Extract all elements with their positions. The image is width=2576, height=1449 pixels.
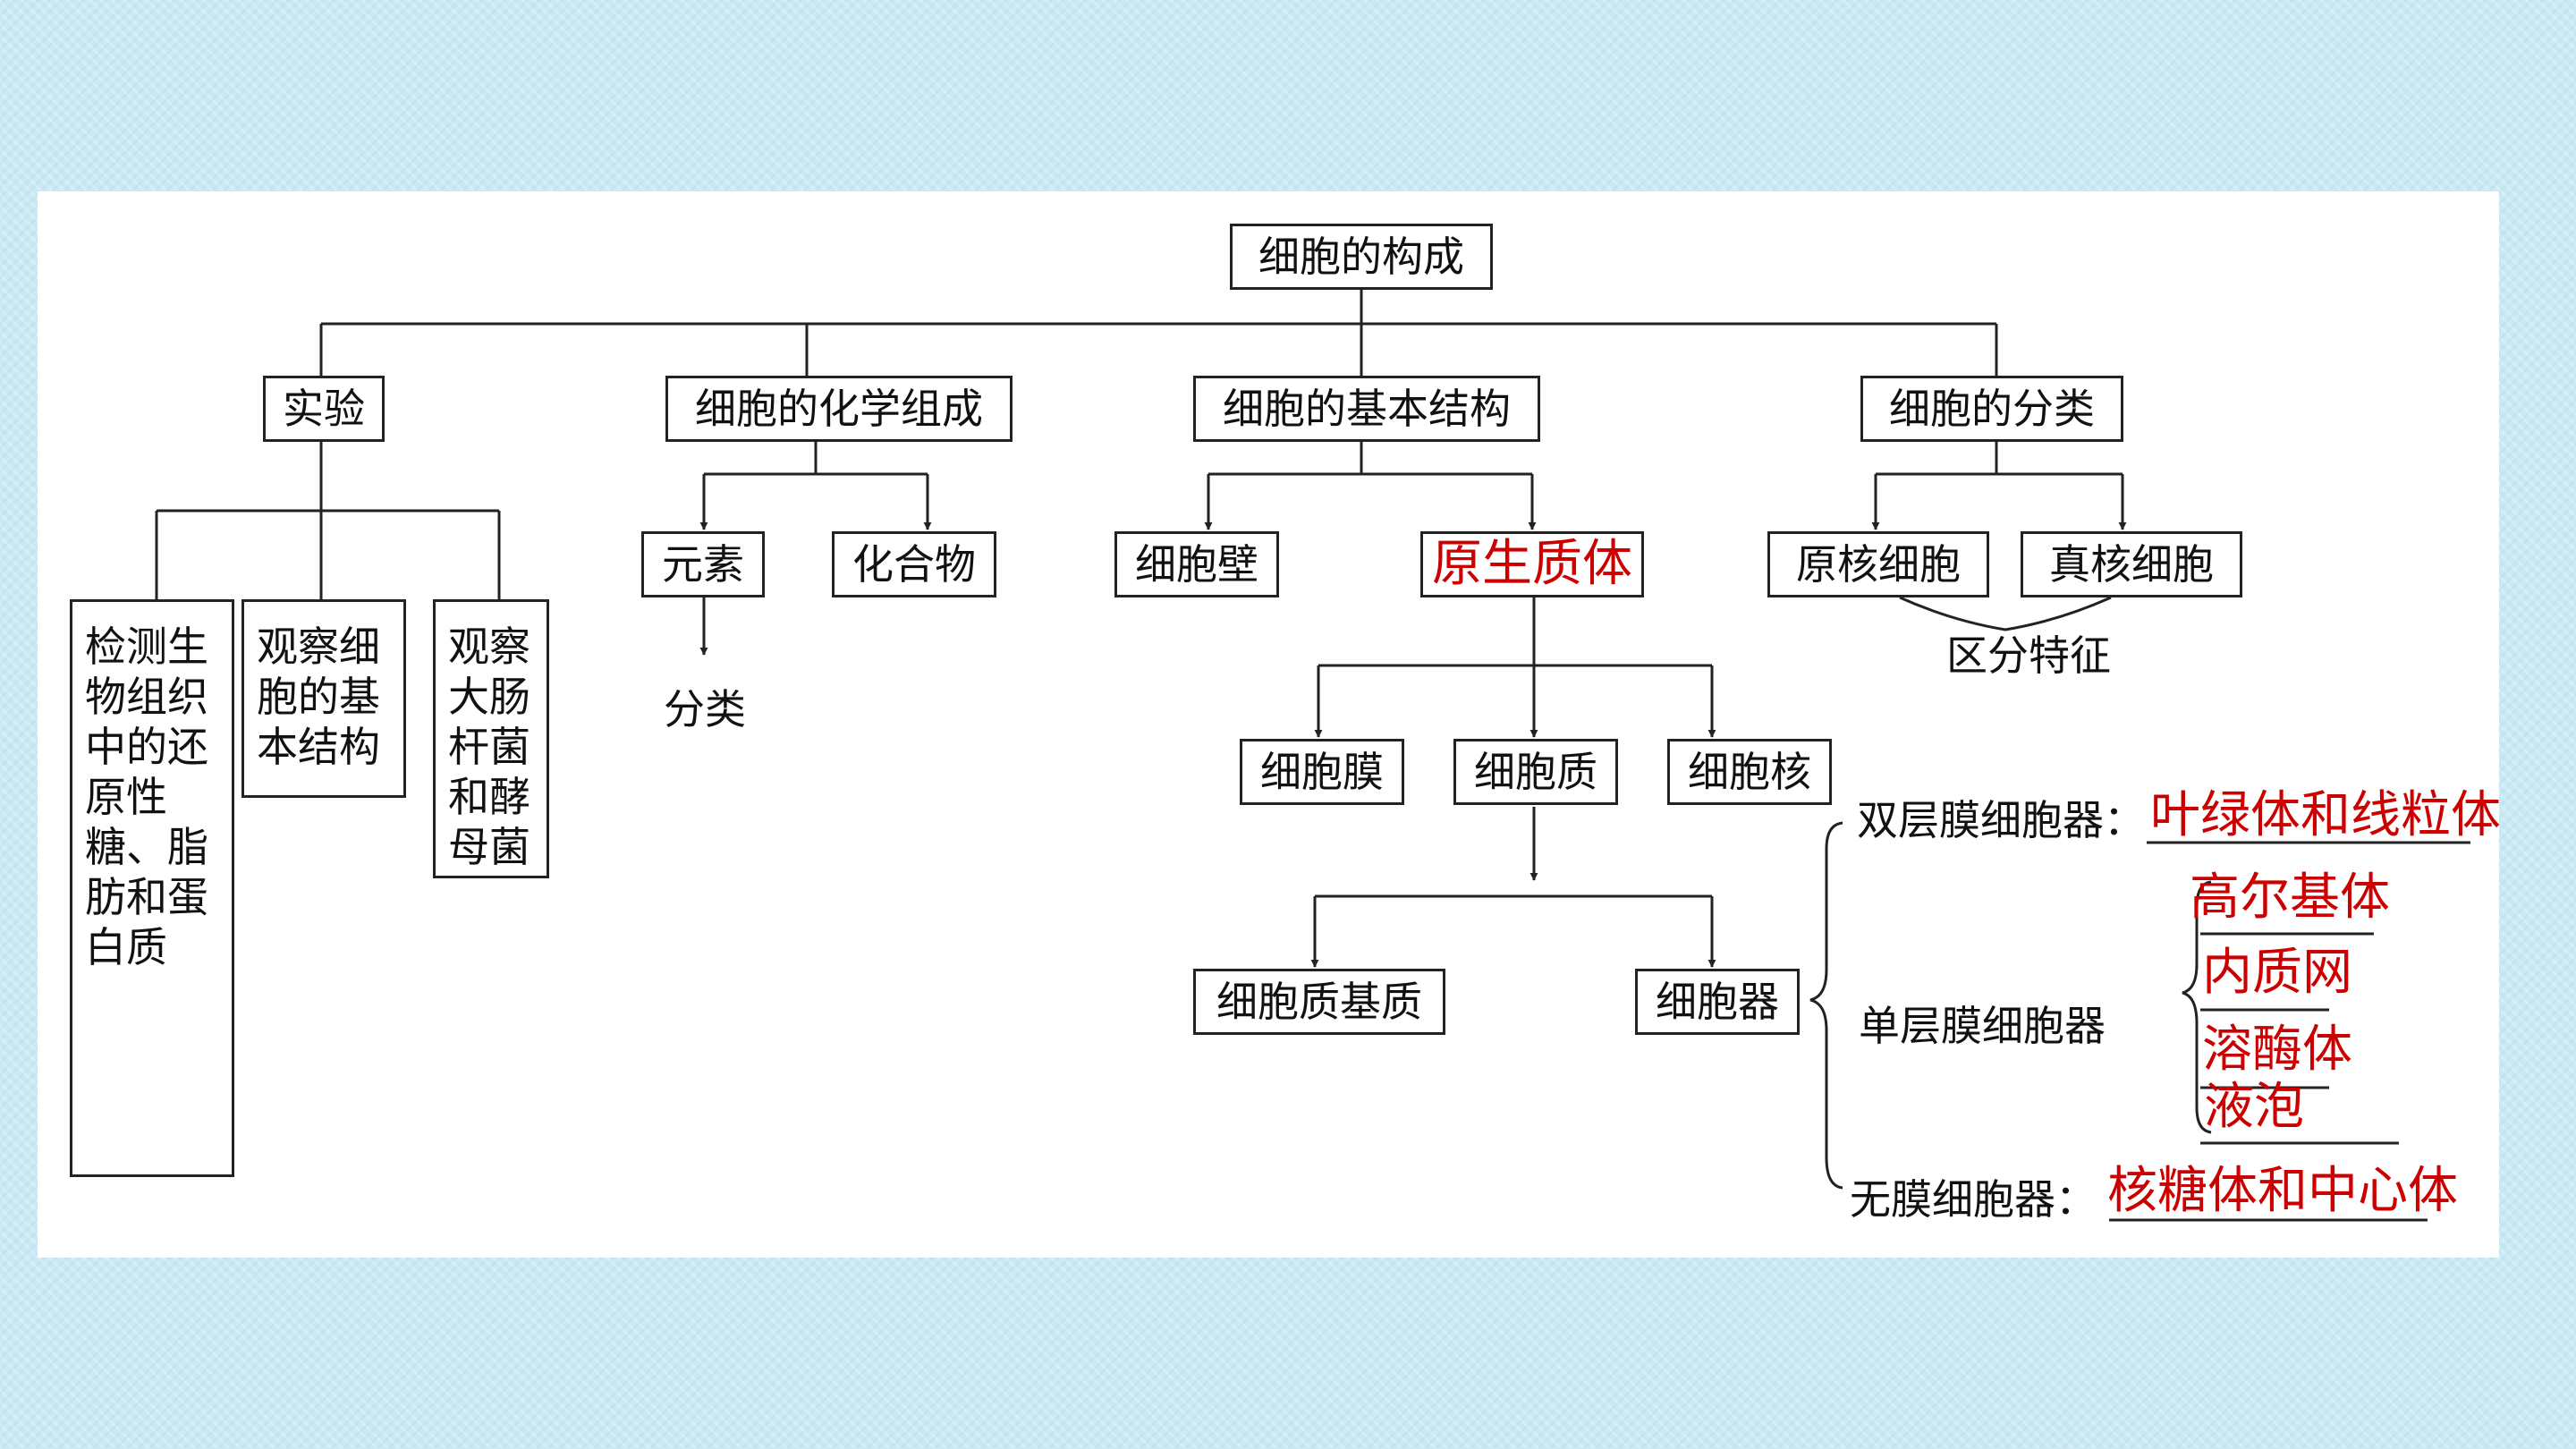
- double-membrane-label: 双层膜细胞器：: [1857, 796, 2145, 844]
- organelle-node: 细胞器: [1656, 978, 1779, 1026]
- structure-node-box: 细胞的基本结构: [1193, 376, 1540, 442]
- compound-node-box: 化合物: [832, 531, 996, 597]
- no-membrane-label: 无膜细胞器：: [1850, 1175, 2097, 1224]
- cytoplasm-matrix-node: 细胞质基质: [1216, 978, 1422, 1026]
- eukaryote-node-box: 真核细胞: [2021, 531, 2242, 597]
- element-node: 元素: [662, 540, 744, 589]
- classification-node-box: 细胞的分类: [1860, 376, 2123, 442]
- single-membrane-label: 单层膜细胞器: [1859, 1002, 2106, 1050]
- single-membrane-answer-2: 内质网: [2202, 944, 2352, 1002]
- double-membrane-answer: 叶绿体和线粒体: [2150, 786, 2501, 844]
- compound-node: 化合物: [852, 540, 976, 589]
- cytoplasm-node-box: 细胞质: [1453, 739, 1618, 805]
- classification-node: 细胞的分类: [1889, 385, 2095, 433]
- protoplast-node: 原生质体: [1432, 535, 1632, 593]
- cell-membrane-node-box: 细胞膜: [1240, 739, 1404, 805]
- eukaryote-node: 真核细胞: [2049, 540, 2214, 589]
- cell-wall-node-box: 细胞壁: [1114, 531, 1279, 597]
- diagram-panel: 细胞的构成 实验 细胞的化学组成 细胞的基本结构 细胞的分类 检测生物组织中的还…: [38, 191, 2501, 1258]
- cytoplasm-node: 细胞质: [1474, 748, 1597, 796]
- experiment-item-3: 观察大肠杆菌和酵母菌: [448, 623, 530, 871]
- no-membrane-answer: 核糖体和中心体: [2107, 1162, 2458, 1220]
- experiment-item-2: 观察细胞的基本结构: [257, 623, 380, 771]
- cytoplasm-matrix-node-box: 细胞质基质: [1193, 969, 1445, 1035]
- nucleus-node-box: 细胞核: [1667, 739, 1832, 805]
- protoplast-node-box: 原生质体: [1420, 531, 1644, 597]
- root-node-box: 细胞的构成: [1230, 224, 1493, 290]
- element-node-box: 元素: [641, 531, 765, 597]
- nucleus-node: 细胞核: [1688, 748, 1811, 796]
- cell-wall-node: 细胞壁: [1135, 540, 1258, 589]
- single-membrane-answer-1: 高尔基体: [2190, 869, 2390, 927]
- experiment-item-1-box: 检测生物组织中的还原性糖、脂肪和蛋白质: [70, 599, 234, 1177]
- experiment-item-1: 检测生物组织中的还原性糖、脂肪和蛋白质: [85, 623, 208, 971]
- experiment-node: 实验: [283, 385, 365, 433]
- element-classification-label: 分类: [664, 685, 746, 733]
- root-node: 细胞的构成: [1258, 233, 1464, 281]
- experiment-item-3-box: 观察大肠杆菌和酵母菌: [433, 599, 549, 878]
- chemical-node: 细胞的化学组成: [695, 385, 983, 433]
- experiment-node-box: 实验: [263, 376, 385, 442]
- distinction-label: 区分特征: [1946, 631, 2111, 680]
- organelle-node-box: 细胞器: [1635, 969, 1800, 1035]
- cell-membrane-node: 细胞膜: [1260, 748, 1384, 796]
- connector-lines: [155, 288, 2470, 1222]
- structure-node: 细胞的基本结构: [1223, 385, 1511, 433]
- prokaryote-node: 原核细胞: [1796, 540, 1961, 589]
- experiment-item-2-box: 观察细胞的基本结构: [242, 599, 406, 798]
- single-membrane-answer-3: 溶酶体: [2202, 1021, 2352, 1079]
- single-membrane-answer-4: 液泡: [2204, 1078, 2304, 1136]
- chemical-node-box: 细胞的化学组成: [665, 376, 1013, 442]
- prokaryote-node-box: 原核细胞: [1767, 531, 1989, 597]
